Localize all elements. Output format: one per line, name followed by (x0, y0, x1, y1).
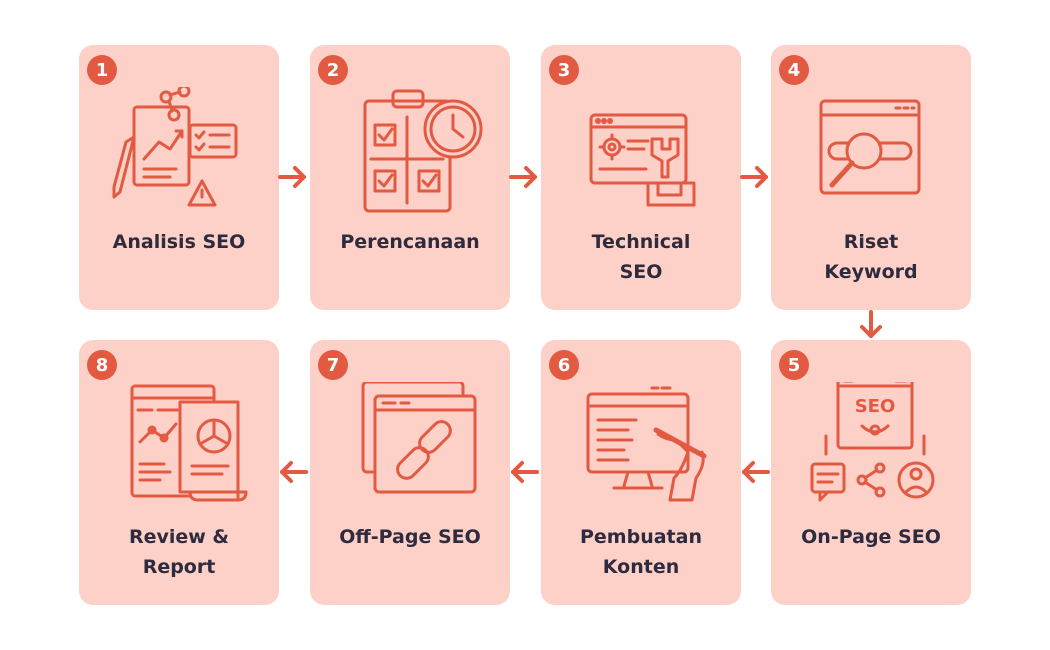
step-number-badge: 7 (318, 350, 348, 380)
step-number-badge: 1 (87, 55, 117, 85)
step-number-badge: 8 (87, 350, 117, 380)
step-card-4: 4 Riset Keyword (771, 45, 971, 310)
step-card-7: 7 Off-Page SEO (310, 340, 510, 605)
arrow-right-icon (738, 160, 772, 194)
step-number-badge: 6 (549, 350, 579, 380)
arrow-right-icon (507, 160, 541, 194)
step-card-8: 8 Review & Report (79, 340, 279, 605)
step-number-badge: 3 (549, 55, 579, 85)
step-card-6: 6 Pembuatan Konten (541, 340, 741, 605)
content-creation-icon (566, 382, 716, 512)
planning-icon (335, 87, 485, 217)
arrow-right-icon (276, 160, 310, 194)
arrow-down-icon (854, 309, 888, 343)
step-card-1: 1 Analisis SEO (79, 45, 279, 310)
step-label: Riset Keyword (824, 231, 918, 283)
step-label: On-Page SEO (801, 526, 941, 548)
technical-icon (566, 87, 716, 217)
step-card-2: 2 Perencanaan (310, 45, 510, 310)
step-card-5: 5 SEO On-Page SEO (771, 340, 971, 605)
report-icon (104, 382, 254, 512)
keyword-research-icon (796, 87, 946, 217)
step-label: Off-Page SEO (339, 526, 481, 548)
step-label: Perencanaan (340, 231, 480, 253)
arrow-left-icon (276, 455, 310, 489)
analysis-icon (104, 87, 254, 217)
step-number-badge: 4 (779, 55, 809, 85)
svg-text:SEO: SEO (855, 396, 896, 417)
step-label: Pembuatan Konten (580, 526, 702, 578)
step-number-badge: 5 (779, 350, 809, 380)
arrow-left-icon (738, 455, 772, 489)
step-label: Technical SEO (591, 231, 691, 283)
step-card-3: 3 Technical SEO (541, 45, 741, 310)
step-label: Review & Report (128, 526, 230, 578)
offpage-link-icon (335, 382, 485, 512)
onpage-seo-icon: SEO (796, 382, 946, 512)
step-label: Analisis SEO (112, 231, 246, 253)
arrow-left-icon (507, 455, 541, 489)
step-number-badge: 2 (318, 55, 348, 85)
